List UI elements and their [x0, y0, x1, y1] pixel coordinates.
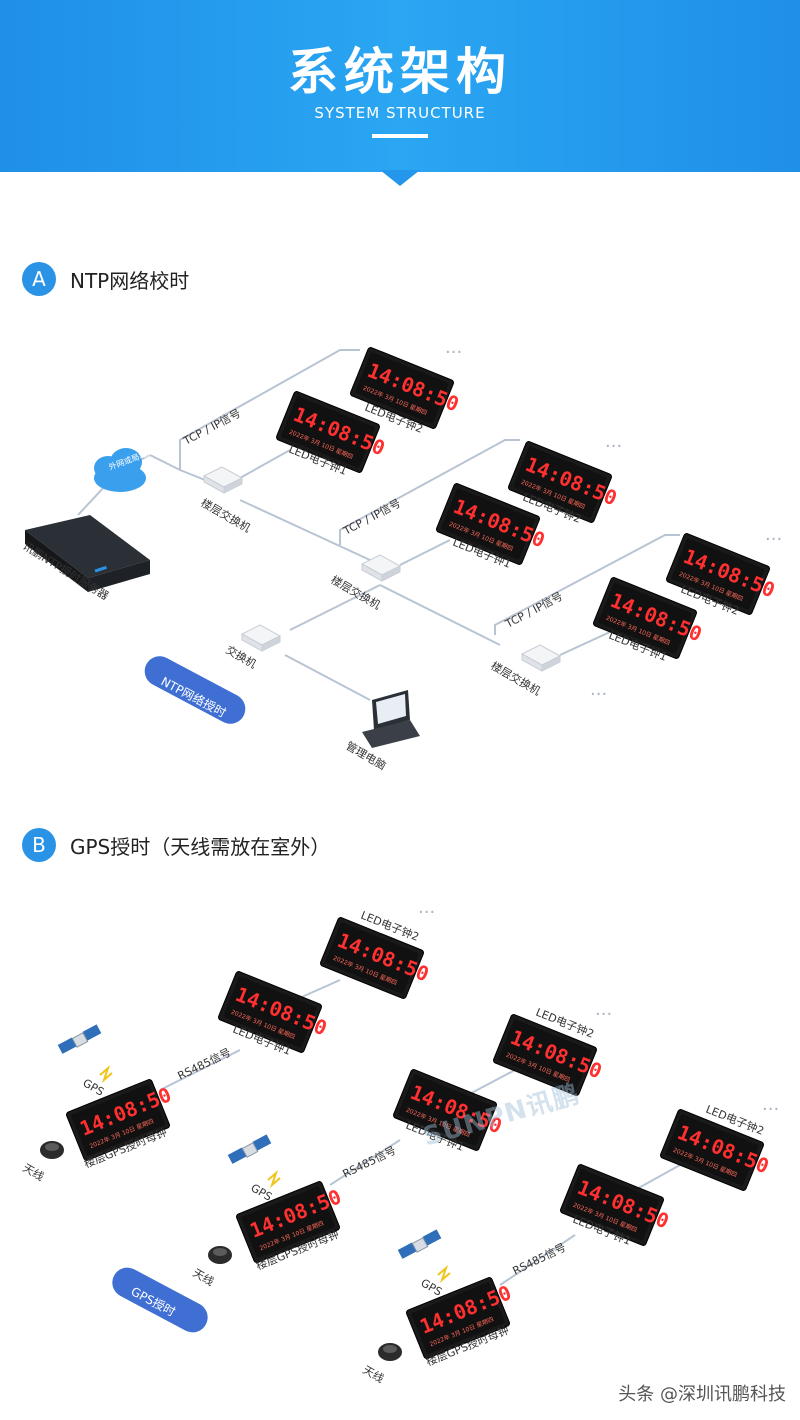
section-a-connections: [77, 349, 680, 701]
satellite-icon-3: [397, 1228, 442, 1260]
ellipsis-b3: ···: [762, 1099, 779, 1120]
link-floor2-clock1-mid: [399, 539, 451, 566]
ellipsis-a2: ···: [605, 436, 622, 457]
antenna-label-2: 天线: [191, 1265, 217, 1288]
section-b-badge: B: [22, 828, 56, 862]
antenna-label-1: 天线: [21, 1160, 47, 1183]
link-floor3-clock1-low: [559, 631, 611, 656]
link-b3-clock1-clock2: [634, 1164, 681, 1191]
antenna-label-3: 天线: [361, 1362, 387, 1385]
signal-icons: [99, 1064, 451, 1284]
clock-b2-2: 14:08:50 2022年 3月 10日 星期四: [492, 1013, 605, 1097]
satellite-icon-1: [57, 1023, 102, 1055]
switch: [241, 624, 281, 652]
cloud-icon: [94, 448, 146, 492]
link-tcp-clock2-top: [179, 349, 360, 470]
section-b-header: B GPS授时（天线需放在室外）: [22, 828, 330, 862]
ellipsis-b1: ···: [418, 902, 435, 923]
gps-label-2: GPS: [249, 1181, 275, 1203]
ellipsis-a4: ···: [590, 684, 607, 705]
ellipsis-a3: ···: [765, 529, 782, 550]
link-floor2-floor3: [379, 584, 501, 646]
tcp-signal-label-3: TCP / IP信号: [502, 590, 565, 632]
antenna-icon-1: [40, 1141, 64, 1159]
floor-switch-1: [203, 466, 243, 494]
link-b3-master-clock1: [499, 1234, 576, 1286]
link-b2-master-clock1: [329, 1139, 401, 1186]
header-notch: [380, 170, 420, 186]
page-subtitle: SYSTEM STRUCTURE: [314, 104, 486, 122]
gps-label-1: GPS: [81, 1076, 107, 1098]
gps-pill: [112, 1267, 208, 1333]
link-b1-master-clock1: [159, 1049, 241, 1091]
link-tcp-clock2-low: [494, 534, 680, 635]
link-cloud-switch: [149, 454, 206, 481]
floor-switch-3: [521, 644, 561, 672]
ntp-server: [25, 515, 150, 592]
tcp-signal-label-2: TCP / IP信号: [340, 497, 403, 539]
ellipsis-a1: ···: [445, 342, 462, 363]
header-banner: [0, 0, 800, 172]
link-switch-floor2: [239, 499, 371, 561]
ntp-pill: [144, 656, 246, 724]
section-a-badge: A: [22, 262, 56, 296]
satellite-icon-2: [227, 1133, 272, 1165]
gps-label-3: GPS: [419, 1276, 445, 1298]
title-underline: [372, 134, 428, 138]
ellipsis-b2: ···: [595, 1004, 612, 1025]
section-a-title: NTP网络校时: [70, 268, 190, 293]
link-switch-computer: [284, 654, 371, 701]
antenna-icon-3: [378, 1343, 402, 1361]
tcp-signal-label-1: TCP / IP信号: [180, 407, 243, 449]
page-title: 系统架构: [288, 43, 512, 101]
rs485-label-1: RS485信号: [176, 1046, 233, 1083]
link-switch-clock1-top: [239, 449, 291, 479]
rs485-label-3: RS485信号: [511, 1241, 568, 1278]
laptop-icon: [362, 690, 420, 748]
link-tcp-clock2-mid: [339, 439, 520, 545]
rs485-label-2: RS485信号: [341, 1144, 398, 1181]
antenna-icon-2: [208, 1246, 232, 1264]
section-b-title: GPS授时（天线需放在室外）: [70, 834, 331, 859]
section-a-header: A NTP网络校时: [22, 262, 189, 296]
link-floor2-switch: [289, 584, 381, 631]
corner-watermark: 头条 @深圳讯鹏科技: [618, 1384, 786, 1405]
